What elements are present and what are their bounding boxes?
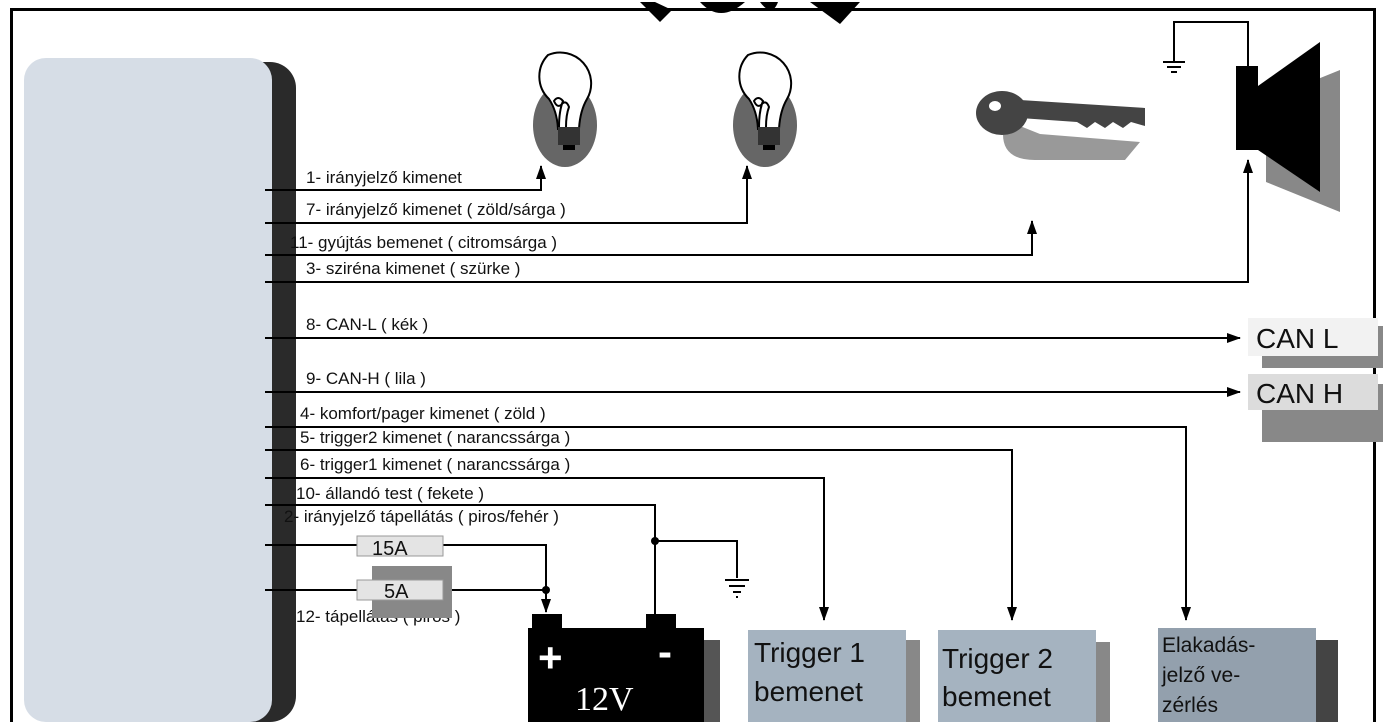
- wire-label-2: 2- irányjelző tápellátás ( piros/fehér ): [284, 507, 559, 526]
- watermark-fragment: [640, 2, 860, 24]
- can-h-label: CAN H: [1256, 378, 1343, 409]
- wire-label-4: 4- komfort/pager kimenet ( zöld ): [300, 404, 546, 423]
- alarm-unit: [24, 58, 296, 722]
- trigger2-line: Trigger 2: [942, 643, 1053, 674]
- fuse-label: 15A: [372, 538, 408, 560]
- bulb-icon: [733, 51, 797, 167]
- battery-plus-label: +: [538, 634, 563, 681]
- wire-label-11: 11- gyújtás bemenet ( citromsárga ): [290, 233, 557, 252]
- bulb-icon: [533, 51, 597, 167]
- hazard-control-box: Elakadás- jelző ve- zérlés: [1158, 628, 1338, 722]
- can-h-terminal: CAN H: [1248, 374, 1383, 442]
- fuse-5a: 5A: [356, 566, 452, 618]
- trigger1-line: Trigger 1: [754, 637, 865, 668]
- wire-junction: [651, 537, 659, 545]
- hazard-control-line: Elakadás-: [1162, 634, 1255, 657]
- wires: [265, 159, 1253, 621]
- fuse-label: 5A: [384, 581, 409, 603]
- wire-label-9: 9- CAN-H ( lila ): [306, 369, 426, 388]
- wire-junction: [542, 586, 550, 594]
- siren-speaker-icon: [1236, 42, 1340, 212]
- wire-label-8: 8- CAN-L ( kék ): [306, 315, 428, 334]
- wire-label-1: 1- irányjelző kimenet: [306, 168, 462, 187]
- can-l-label: CAN L: [1256, 323, 1338, 354]
- wire-label-7: 7- irányjelző kimenet ( zöld/sárga ): [306, 200, 566, 219]
- can-l-terminal: CAN L: [1248, 318, 1383, 368]
- hazard-control-line: zérlés: [1162, 694, 1218, 717]
- wire-label-3: 3- sziréna kimenet ( szürke ): [306, 259, 520, 278]
- wire-label-5: 5- trigger2 kimenet ( narancssárga ): [300, 428, 570, 447]
- battery: + - 12V: [528, 614, 720, 722]
- battery-minus-label: -: [658, 628, 672, 675]
- wire-label-6: 6- trigger1 kimenet ( narancssárga ): [300, 455, 570, 474]
- ground-symbol: [725, 579, 749, 598]
- fuse-15a: 15A: [356, 535, 444, 560]
- ignition-key-icon: [976, 91, 1145, 160]
- wire-label-10: 10- állandó test ( fekete ): [296, 484, 484, 503]
- hazard-control-line: jelző ve-: [1161, 664, 1240, 687]
- trigger1-input-box: Trigger 1 bemenet: [748, 630, 920, 722]
- trigger1-line: bemenet: [754, 676, 863, 707]
- trigger2-input-box: Trigger 2 bemenet: [938, 630, 1110, 722]
- trigger2-line: bemenet: [942, 681, 1051, 712]
- ground-symbol: [1163, 21, 1249, 73]
- battery-voltage-label: 12V: [575, 681, 634, 718]
